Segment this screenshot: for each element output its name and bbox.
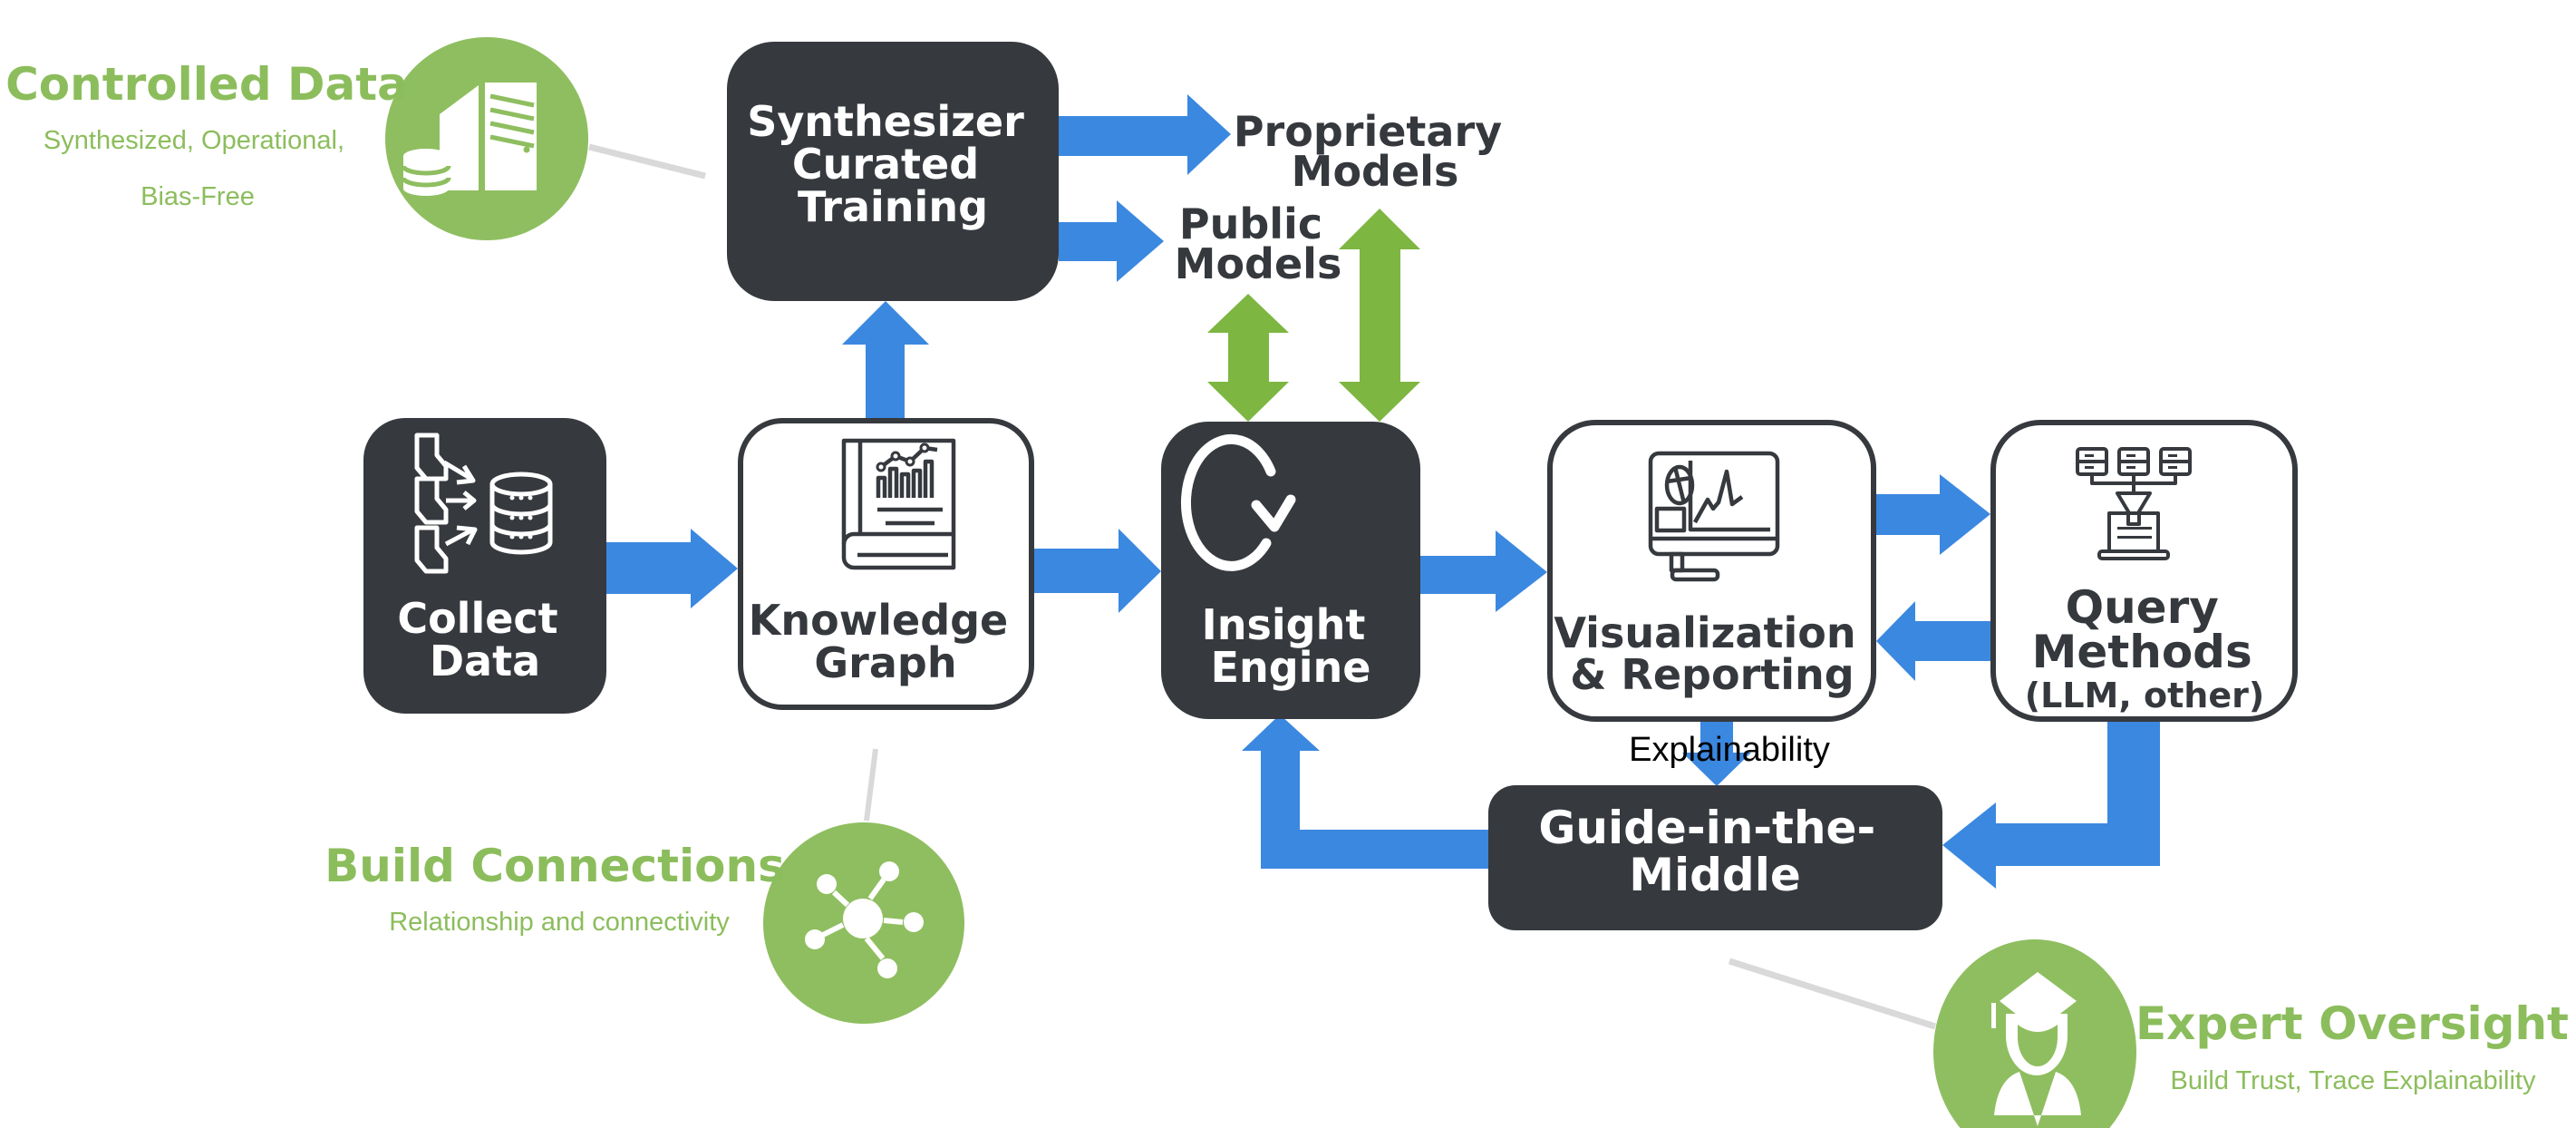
arrow-public-insight-bidirectional: [1207, 294, 1289, 422]
node-synthesizer-line1: Synthesizer: [747, 97, 1024, 146]
node-synthesizer-line2: Curated: [792, 140, 979, 189]
label-proprietary-line2: Models: [1292, 147, 1459, 196]
node-synthesizer-line3: Training: [798, 182, 988, 231]
arrow-visualization-to-guide: [1682, 722, 1751, 786]
label-public-line2: Models: [1175, 239, 1342, 288]
node-visualization-line1: Visualization: [1554, 608, 1855, 657]
arrow-insight-to-visualization: [1420, 530, 1547, 612]
arrow-visualization-to-query: [1876, 474, 1990, 555]
connector-expert-oversight: [1728, 958, 1937, 1030]
arrow-knowledge-to-synthesizer: [842, 301, 929, 418]
callout-build-connections: Build Connections Relationship and conne…: [324, 822, 964, 1024]
arrow-query-to-guide: [1942, 722, 2160, 889]
connector-build-connections: [864, 748, 878, 822]
callout-controlled-data-subtitle-line1: Synthesized, Operational,: [44, 126, 344, 155]
node-collect-data-line1: Collect: [397, 594, 557, 643]
arrow-collect-to-knowledge: [606, 529, 738, 608]
svg-text:Insight Engine: Insight Engine: [1202, 600, 1380, 692]
node-collect-data-line2: Data: [430, 637, 540, 686]
callout-controlled-data-subtitle-line2: Bias-Free: [140, 182, 255, 211]
node-knowledge-graph-line1: Knowledge: [749, 596, 1009, 645]
node-insight-engine-line2: Engine: [1211, 643, 1371, 692]
node-visualization-reporting[interactable]: Visualization & Reporting: [1547, 420, 1876, 722]
edge-label-explainability: Explainability: [1629, 731, 1830, 769]
node-query-line1: Query: [2066, 581, 2219, 634]
node-query-methods[interactable]: Query Methods (LLM, other): [1990, 420, 2298, 722]
label-public-line1: Public: [1179, 199, 1322, 248]
callout-expert-oversight-subtitle: Build Trust, Trace Explainability: [2171, 1066, 2536, 1095]
network-nodes-icon: [805, 861, 924, 978]
node-visualization-line2: & Reporting: [1570, 650, 1854, 699]
node-insight-engine[interactable]: Insight Engine: [1161, 422, 1420, 719]
svg-text:Collect Data: Collect Data: [397, 594, 572, 686]
node-guide-line1: Guide-in-the-: [1538, 802, 1875, 854]
svg-text:Guide-in-the- Middle: Guide-in-the- Middle: [1538, 802, 1891, 901]
svg-text:Synthesizer Curated: Synthesizer Curated Training: [747, 97, 1039, 231]
monitor-dashboard-icon: [1648, 451, 1780, 582]
callout-expert-oversight: Expert Oversight Build Trust, Trace Expl…: [1933, 939, 2569, 1128]
arrow-knowledge-to-insight: [1034, 529, 1161, 613]
node-insight-engine-line1: Insight: [1202, 600, 1366, 649]
arrow-guide-to-insight: [1242, 715, 1488, 869]
svg-text:Visualization & Reportin: Visualization & Reporting: [1554, 608, 1870, 699]
node-knowledge-graph-line2: Graph: [814, 638, 956, 687]
node-query-line2: Methods: [2032, 626, 2252, 678]
svg-text:Query Methods (LLM: Query Methods (LLM, other): [2025, 581, 2264, 715]
node-collect-data[interactable]: Collect Data: [363, 418, 606, 714]
arrow-proprietary-insight-bidirectional: [1339, 209, 1420, 422]
data-collection-icon: [414, 433, 553, 574]
svg-text:Knowledge Graph: Knowledge Graph: [749, 596, 1023, 687]
node-knowledge-graph[interactable]: Knowledge Graph: [738, 418, 1034, 710]
refresh-cycle-icon: [1180, 433, 1296, 571]
arrow-synth-to-public: [1059, 200, 1164, 282]
node-query-line3: (LLM, other): [2025, 676, 2264, 715]
label-proprietary-line1: Proprietary: [1234, 107, 1502, 156]
node-synthesizer[interactable]: Synthesizer Curated Training: [727, 42, 1059, 301]
callout-build-connections-subtitle: Relationship and connectivity: [389, 908, 730, 937]
callout-build-connections-title: Build Connections: [324, 840, 785, 892]
arrow-synth-to-proprietary: [1059, 94, 1231, 175]
servers-funnel-icon: [2076, 447, 2192, 560]
connector-controlled-data: [588, 143, 706, 180]
callout-controlled-data-title: Controlled Data: [5, 58, 408, 111]
callout-controlled-data-subtitle: Synthesized, Operational, Bias-Free: [44, 126, 352, 211]
callout-expert-oversight-title: Expert Oversight: [2135, 997, 2569, 1050]
node-guide-line2: Middle: [1629, 849, 1801, 901]
node-guide-in-the-middle[interactable]: Guide-in-the- Middle: [1488, 785, 1942, 930]
callout-controlled-data: Controlled Data Synthesized, Operational…: [5, 37, 588, 240]
arrow-query-to-visualization: [1876, 601, 1990, 681]
label-public-models: Public Models: [1175, 199, 1342, 288]
label-proprietary-models: Proprietary Models: [1234, 107, 1516, 196]
